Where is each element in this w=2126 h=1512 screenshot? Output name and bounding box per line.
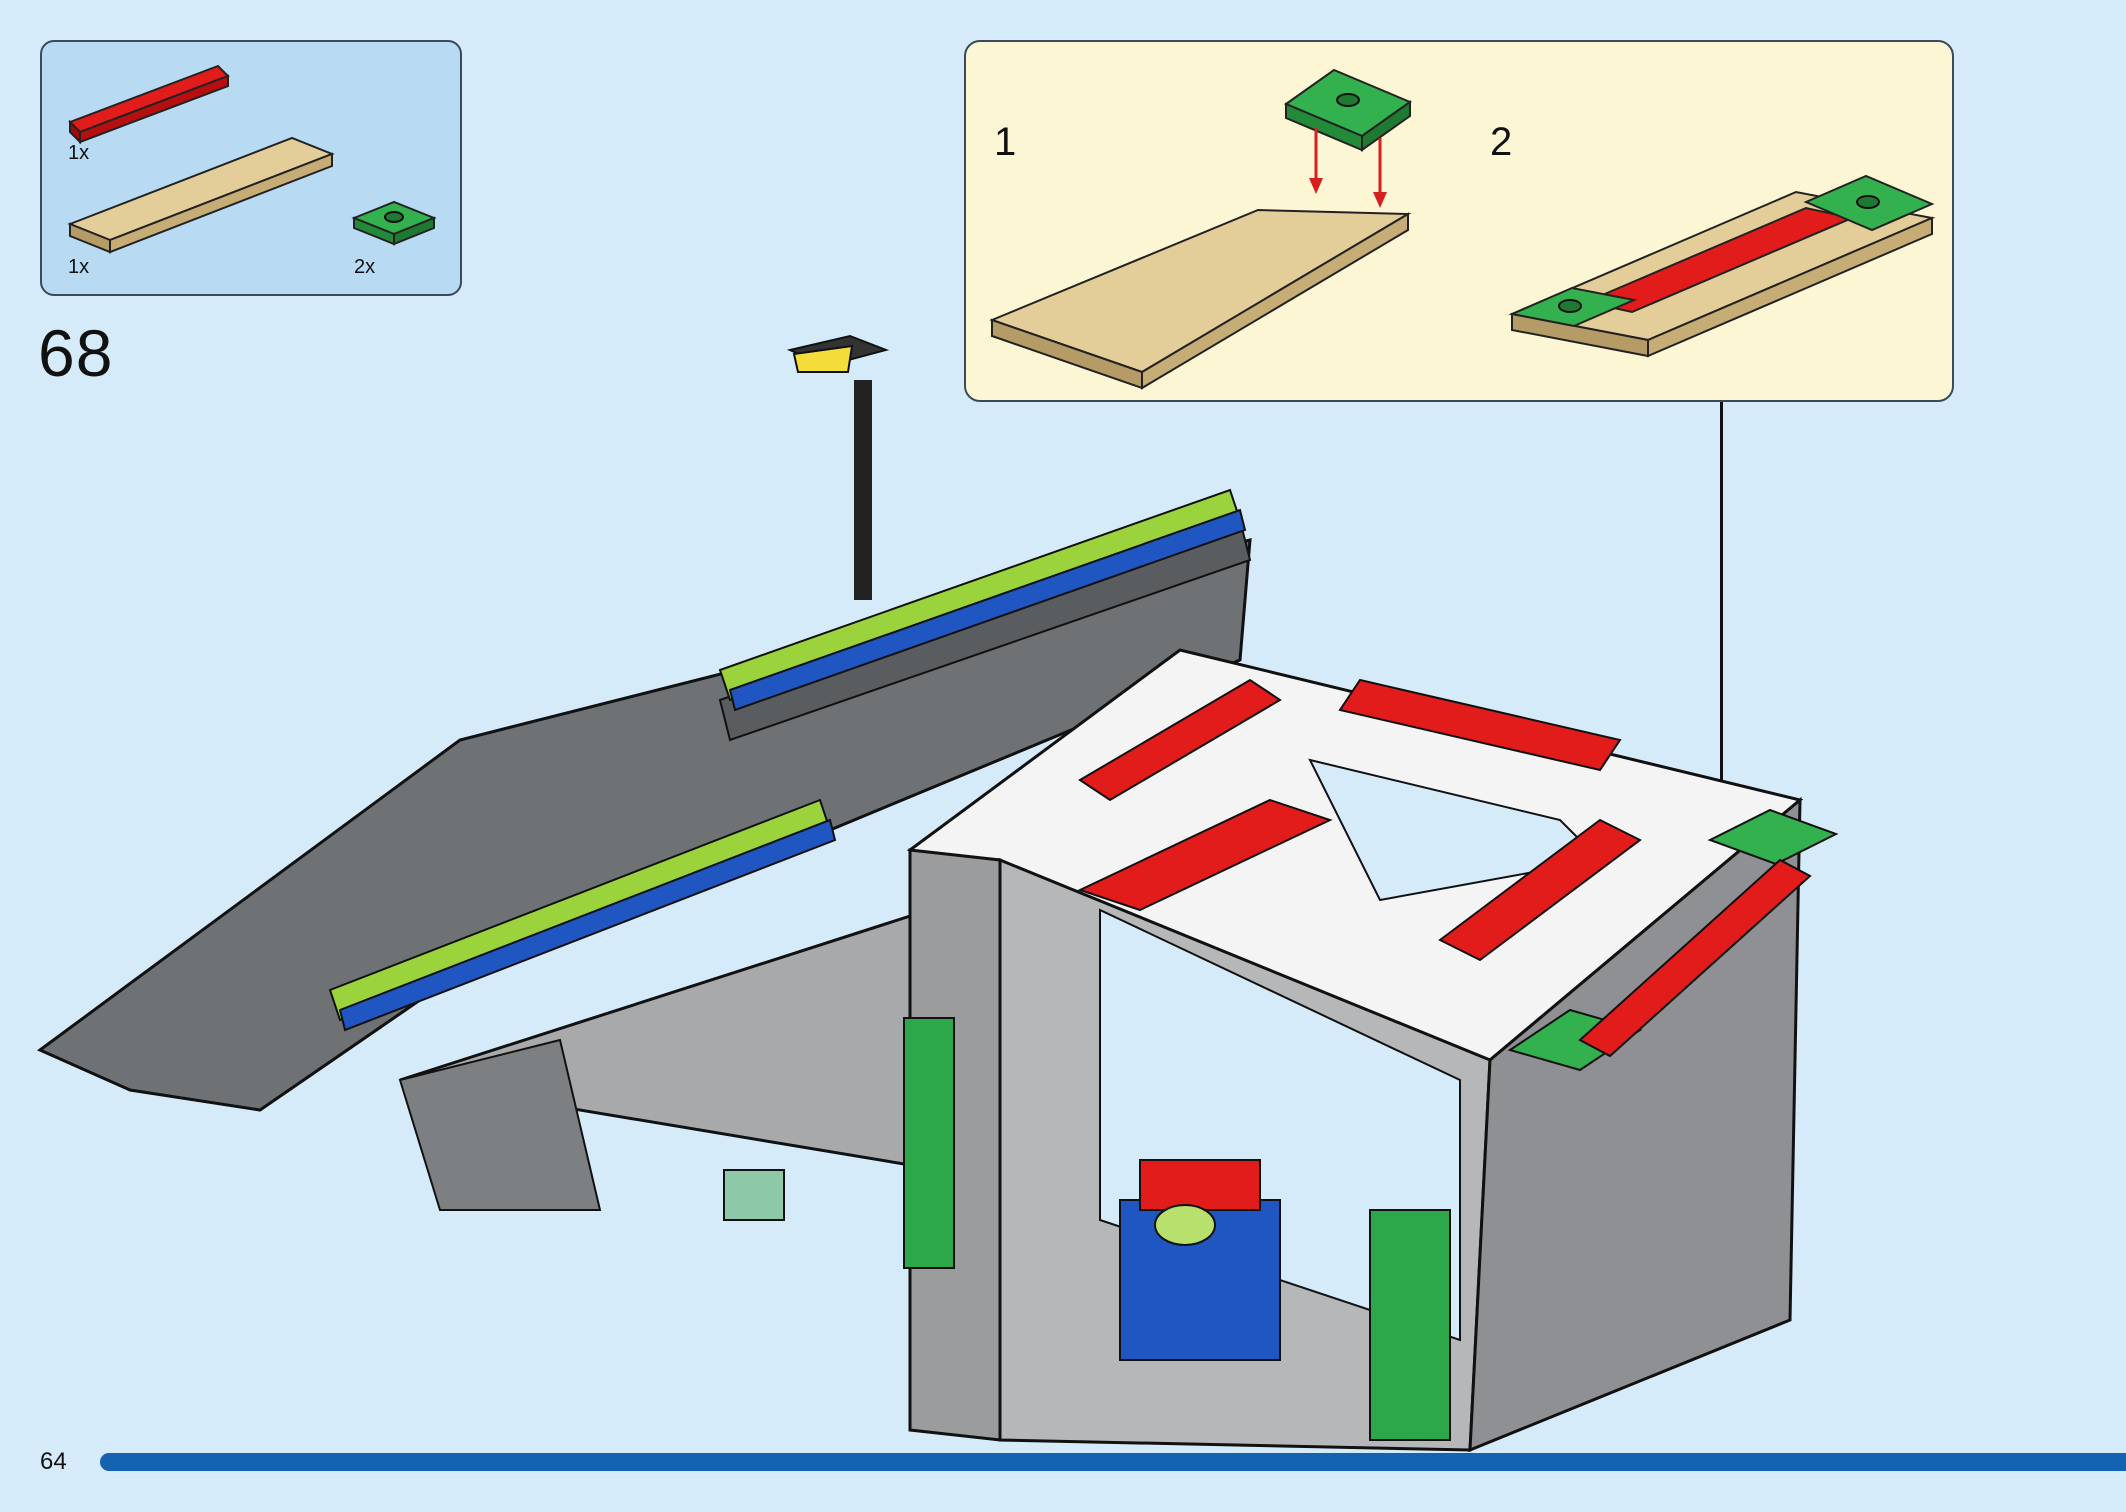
substep1-tan-plate [989, 208, 1412, 390]
green-tile-icon [351, 200, 437, 246]
subassembly-illustration [989, 68, 1936, 390]
progress-bar [100, 1453, 2126, 1471]
ramp [37, 488, 1252, 1112]
page-number: 64 [40, 1448, 67, 1475]
substep-2-number: 2 [1490, 120, 1513, 164]
red-plate-icon [68, 64, 230, 145]
parts-list-box: 1x 1x 2x [40, 40, 462, 296]
callout-pointer-line [1720, 402, 1723, 822]
substep2-assembly [1508, 174, 1936, 358]
insert-arrows [1309, 128, 1387, 208]
subassembly-box: 1 2 [964, 40, 1954, 402]
tower [903, 648, 1839, 1453]
parts-illustration [67, 64, 437, 254]
tan-plate-qty: 1x [68, 256, 90, 278]
lamp-post [786, 334, 890, 600]
tan-plate-icon [67, 136, 335, 254]
red-plate-qty: 1x [68, 142, 90, 164]
substep1-green-tile [1283, 68, 1413, 152]
substep-1-number: 1 [994, 120, 1017, 164]
step-number: 68 [38, 316, 114, 390]
green-tile-qty: 2x [354, 256, 376, 278]
